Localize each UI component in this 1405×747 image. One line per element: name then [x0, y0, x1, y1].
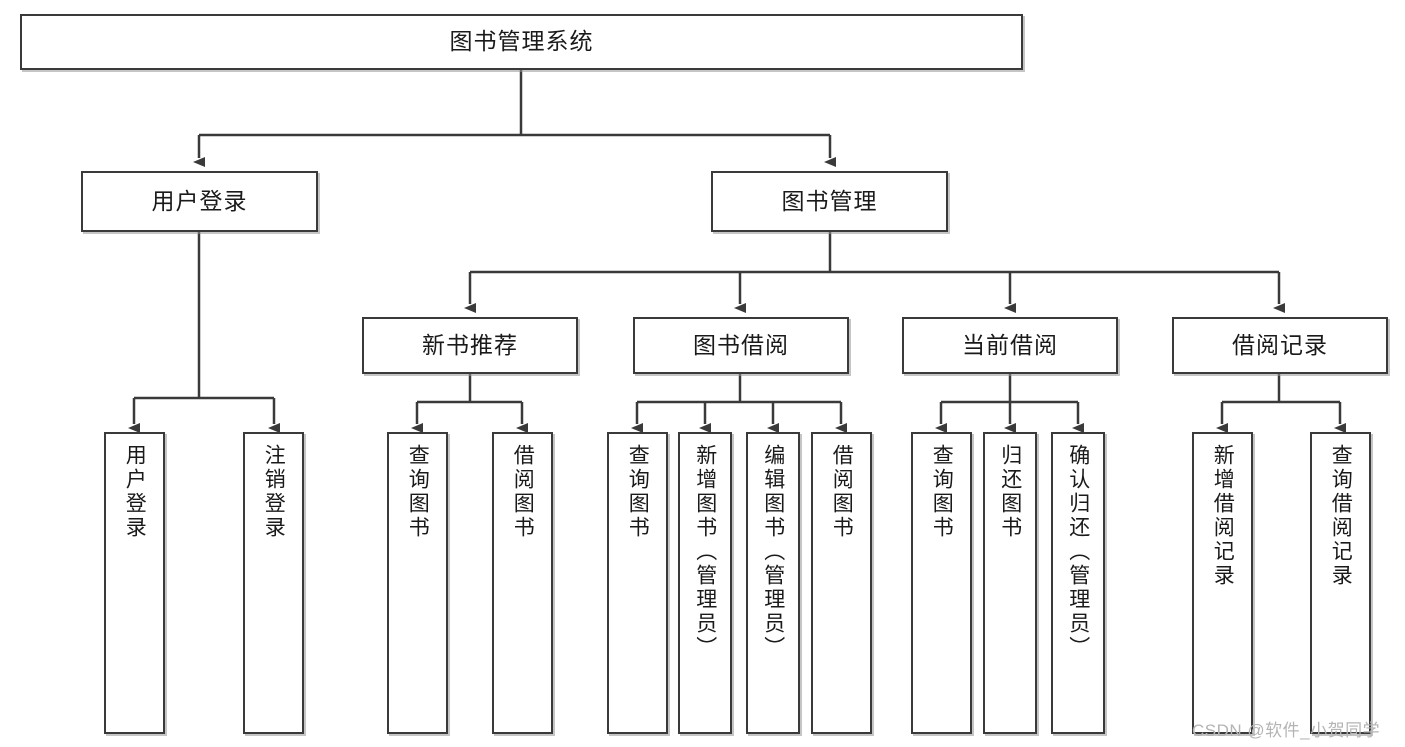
node-label: 确认归还（管理员）: [1066, 444, 1090, 660]
node-current-borrow[interactable]: 当前借阅: [902, 317, 1118, 374]
node-borrow-record[interactable]: 借阅记录: [1172, 317, 1388, 374]
node-label: 借阅记录: [1232, 331, 1328, 358]
leaf-borrow-query-book[interactable]: 查询图书: [607, 432, 668, 734]
leaf-current-confirm-return-admin[interactable]: 确认归还（管理员）: [1051, 432, 1105, 734]
node-label: 当前借阅: [962, 331, 1058, 358]
node-label: 查询图书: [406, 444, 430, 540]
leaf-recommend-query-book[interactable]: 查询图书: [387, 432, 448, 734]
csdn-watermark: CSDN @软件_小贺同学: [1192, 721, 1381, 740]
node-label: 图书管理: [781, 187, 878, 214]
node-label: 图书借阅: [693, 331, 789, 358]
leaf-record-query-borrow-record[interactable]: 查询借阅记录: [1310, 432, 1371, 734]
node-label: 新增借阅记录: [1211, 444, 1235, 588]
node-root-book-management-system[interactable]: 图书管理系统: [20, 14, 1023, 70]
node-label: 借阅图书: [511, 444, 535, 540]
node-label: 注销登录: [262, 444, 286, 540]
leaf-borrow-borrow-book[interactable]: 借阅图书: [811, 432, 872, 734]
node-label: 编辑图书（管理员）: [761, 444, 785, 660]
node-label: 归还图书: [998, 444, 1022, 540]
leaf-current-query-book[interactable]: 查询图书: [911, 432, 972, 734]
node-label: 新增图书（管理员）: [693, 444, 717, 660]
node-label: 查询图书: [626, 444, 650, 540]
node-label: 新书推荐: [422, 331, 518, 358]
leaf-borrow-edit-book-admin[interactable]: 编辑图书（管理员）: [746, 432, 800, 734]
node-new-book-recommend[interactable]: 新书推荐: [362, 317, 578, 374]
node-label: 查询借阅记录: [1329, 444, 1353, 588]
node-label: 查询图书: [930, 444, 954, 540]
leaf-borrow-add-book-admin[interactable]: 新增图书（管理员）: [678, 432, 732, 734]
leaf-recommend-borrow-book[interactable]: 借阅图书: [492, 432, 553, 734]
node-book-management[interactable]: 图书管理: [711, 171, 948, 232]
node-label: 图书管理系统: [449, 28, 594, 55]
node-label: 用户登录: [123, 444, 147, 540]
node-label: 借阅图书: [830, 444, 854, 540]
leaf-user-login-logout[interactable]: 注销登录: [243, 432, 304, 734]
node-book-borrow[interactable]: 图书借阅: [633, 317, 849, 374]
leaf-user-login-login[interactable]: 用户登录: [104, 432, 165, 734]
node-user-login[interactable]: 用户登录: [81, 171, 318, 232]
node-label: 用户登录: [151, 187, 248, 214]
leaf-current-return-book[interactable]: 归还图书: [983, 432, 1037, 734]
leaf-record-add-borrow-record[interactable]: 新增借阅记录: [1192, 432, 1253, 734]
